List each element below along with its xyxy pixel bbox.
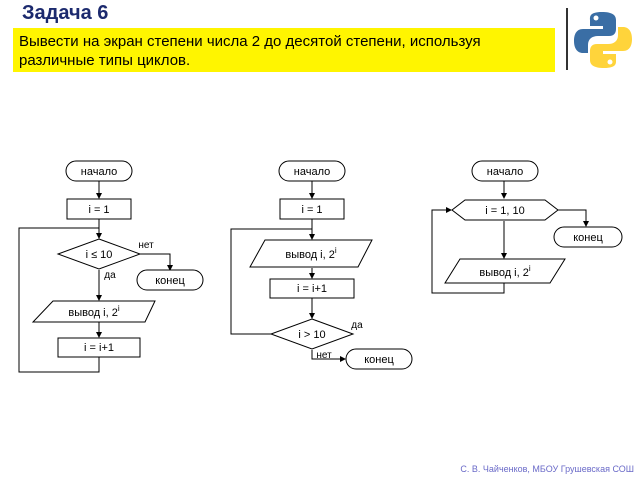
header-divider [566, 8, 568, 70]
fc1-increment-block [57, 337, 141, 358]
fc2-yes-label: да [351, 320, 363, 331]
fc2-no-label: нет [316, 350, 332, 361]
task-line-2: различные типы циклов. [19, 52, 191, 69]
fc1-condition-label: i ≤ 10 [86, 249, 113, 261]
fc1-start-terminal [65, 160, 133, 182]
fc1-no-label: нет [138, 240, 154, 251]
fc1-output-label: вывод i, 2i [68, 304, 120, 319]
fc1-start-label: начало [81, 166, 117, 178]
fc2-output-exponent: i [335, 246, 337, 255]
footer-credit: С. В. Чайченков, МБОУ Грушевская СОШ [460, 464, 634, 474]
fc3-output-block [444, 258, 566, 284]
fc3-loop-hexagon [451, 199, 559, 221]
fc1-output-text: вывод i, 2 [68, 307, 118, 319]
fc3-loop-label: i = 1, 10 [485, 205, 524, 217]
fc2-output-text: вывод i, 2 [285, 249, 335, 261]
fc2-increment-label: i = i+1 [297, 283, 327, 295]
fc1-increment-label: i = i+1 [84, 342, 114, 354]
fc1-yes-label: да [104, 270, 116, 281]
fc1-init-block [66, 198, 132, 220]
fc3-output-label: вывод i, 2i [479, 264, 531, 279]
fc3-output-exponent: i [529, 264, 531, 273]
fc2-condition-diamond [269, 318, 355, 350]
fc3-end-terminal [553, 226, 623, 248]
fc2-end-label: конец [364, 354, 394, 366]
fc2-output-block [249, 239, 373, 268]
fc1-end-label: конец [155, 275, 185, 287]
fc1-end-terminal [136, 269, 204, 291]
fc2-start-label: начало [294, 166, 330, 178]
fc2-increment-block [269, 278, 355, 299]
fc1-init-label: i = 1 [88, 204, 109, 216]
fc1-condition-diamond [56, 238, 142, 270]
fc2-start-terminal [278, 160, 346, 182]
fc2-condition-label: i > 10 [298, 329, 325, 341]
fc2-init-label: i = 1 [301, 204, 322, 216]
fc3-output-text: вывод i, 2 [479, 267, 529, 279]
fc3-start-terminal [471, 160, 539, 182]
fc2-init-block [279, 198, 345, 220]
python-logo-icon [574, 12, 632, 68]
task-statement: Вывести на экран степени числа 2 до деся… [13, 28, 555, 72]
fc2-output-label: вывод i, 2i [285, 246, 337, 261]
fc3-start-label: начало [487, 166, 523, 178]
slide-title: Задача 6 [22, 2, 109, 24]
fc2-end-terminal [345, 348, 413, 370]
task-line-1: Вывести на экран степени числа 2 до деся… [19, 33, 481, 50]
fc1-output-block [31, 300, 156, 323]
fc3-end-label: конец [573, 232, 603, 244]
fc1-output-exponent: i [118, 304, 120, 313]
